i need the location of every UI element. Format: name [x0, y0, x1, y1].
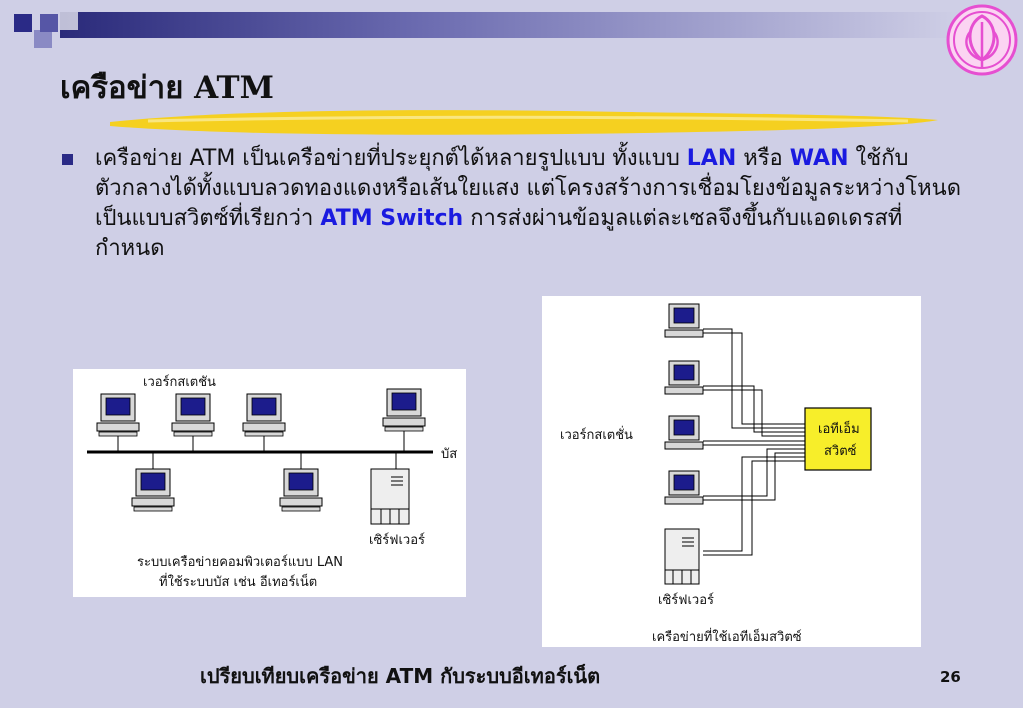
workstation-computer-icon	[171, 393, 215, 437]
bullet-text-part: เครือข่าย ATM เป็นเครือข่ายที่ประยุกต์ได…	[95, 146, 687, 171]
header-gradient-bar	[60, 12, 960, 38]
switch-label: สวิตซ์	[824, 444, 857, 459]
bus-label: บัส	[441, 447, 458, 462]
keyword-wan: WAN	[789, 146, 849, 171]
workstation-label: เวอร์กสเตชัน	[143, 375, 216, 390]
server-icon	[370, 468, 410, 525]
workstation-computer-icon	[664, 470, 704, 505]
server-label: เซิร์ฟเวอร์	[658, 593, 714, 608]
bullet-marker	[62, 154, 73, 165]
bullet-text-part: หรือ	[736, 146, 790, 171]
workstation-computer-icon	[664, 415, 704, 450]
server-icon	[664, 528, 700, 585]
header-square	[60, 12, 78, 30]
bullet-text-part: การส่งผ่านข้อมูลแต่ละเซลจึงขึ้นกับแอดเดร…	[95, 206, 903, 261]
footer-caption: เปรียบเทียบเครือข่าย ATM กับระบบอีเทอร์เ…	[200, 664, 601, 688]
workstation-computer-icon	[242, 393, 286, 437]
workstation-computer-icon	[279, 468, 323, 512]
page-number: 26	[940, 668, 961, 686]
workstation-computer-icon	[664, 360, 704, 395]
bullet-text: เครือข่าย ATM เป็นเครือข่ายที่ประยุกต์ได…	[95, 144, 965, 264]
workstation-computer-icon	[96, 393, 140, 437]
atm-switch-diagram-graphic	[664, 303, 872, 585]
workstation-computer-icon	[664, 303, 704, 338]
diagram-caption: ระบบเครือข่ายคอมพิวเตอร์แบบ LAN	[137, 555, 343, 570]
header-square	[40, 14, 58, 32]
lan-bus-diagram-graphic	[87, 388, 433, 525]
server-label: เซิร์ฟเวอร์	[369, 533, 425, 548]
atm-switch-diagram: เวอร์กสเตชั่น เอทีเอ็ม สวิตซ์ เซิร์ฟเวอร…	[542, 296, 921, 647]
highlight-stroke	[110, 110, 938, 135]
workstation-computer-icon	[131, 468, 175, 512]
lan-bus-diagram: เวอร์กสเตชัน บัส เซิร์ฟเวอร์ ระบบเครือข่…	[73, 369, 466, 597]
diagram-caption: เครือข่ายที่ใช้เอทีเอ็มสวิตซ์	[652, 630, 802, 645]
workstation-computer-icon	[382, 388, 426, 432]
switch-label: เอทีเอ็ม	[818, 422, 860, 437]
diagram-caption: ที่ใช้ระบบบัส เช่น อีเทอร์เน็ต	[159, 575, 318, 590]
workstation-label: เวอร์กสเตชั่น	[560, 428, 633, 443]
bullet-text-part: ใช้กับตัวกลางได้ทั้งแบบลวดทองแดงหรือเส้น…	[95, 146, 961, 231]
keyword-lan: LAN	[686, 146, 737, 171]
university-logo	[946, 4, 1018, 76]
header-square	[34, 30, 52, 48]
atm-switch-box	[804, 407, 872, 471]
connection-lines	[703, 328, 805, 556]
header-square	[14, 14, 32, 32]
slide-title: เครือข่าย ATM	[60, 70, 274, 106]
keyword-atm-switch: ATM Switch	[320, 206, 464, 231]
